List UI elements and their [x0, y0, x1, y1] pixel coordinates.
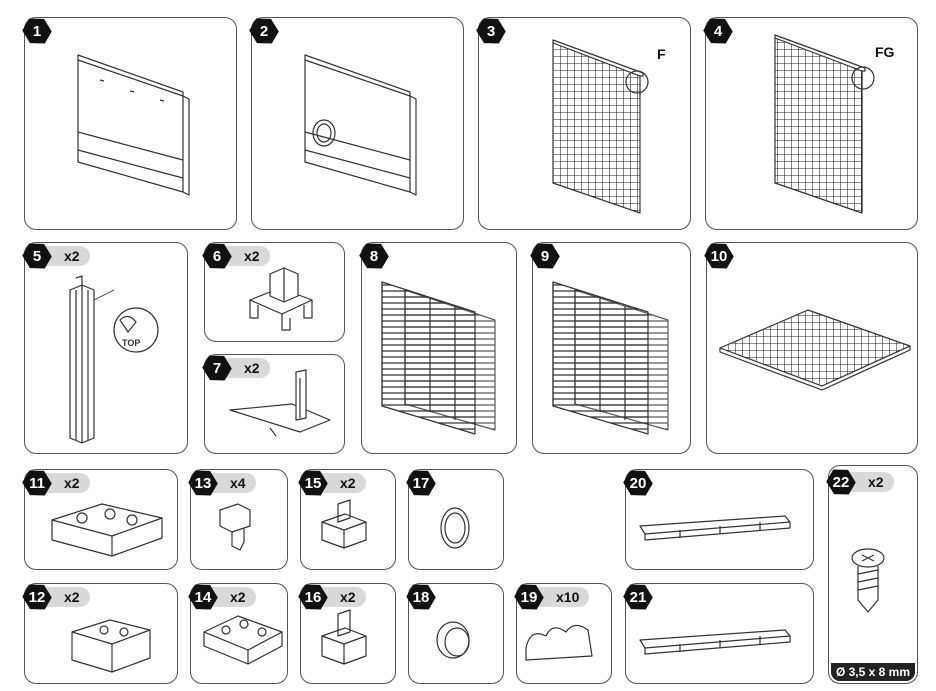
- part-12-clip: [71, 619, 151, 673]
- badge-hexagon-icon: [22, 584, 52, 610]
- label-number: 6: [212, 247, 222, 265]
- label-number: 4: [713, 22, 723, 40]
- panel-5: [24, 242, 188, 454]
- part-22-screw: [851, 548, 885, 613]
- part-1-panel: [77, 54, 190, 196]
- label-number: 12: [28, 588, 46, 606]
- label-number: 16: [304, 588, 322, 606]
- badge-hexagon-icon: [298, 584, 328, 610]
- part-14-plate: [203, 615, 283, 665]
- badge-hexagon-icon: [249, 18, 279, 44]
- label-10: 10: [704, 241, 734, 271]
- label-18: 18: [406, 582, 436, 612]
- label-16: x2 16: [298, 582, 366, 612]
- label-number: 10: [710, 247, 728, 265]
- label-7: x2 7: [202, 353, 270, 383]
- label-17: 17: [406, 468, 436, 498]
- label-number: 14: [194, 588, 212, 606]
- badge-hexagon-icon: [406, 584, 436, 610]
- badge-hexagon-icon: [704, 243, 734, 269]
- part-2-panel: [304, 54, 417, 196]
- badge-hexagon-icon: [22, 243, 52, 269]
- callout-f: F: [657, 46, 666, 62]
- badge-hexagon-icon: [514, 584, 544, 610]
- part-6-connector: [249, 267, 313, 331]
- label-11: x2 11: [22, 468, 90, 498]
- badge-hexagon-icon: [22, 470, 52, 496]
- part-11-base: [51, 503, 163, 557]
- label-number: 15: [304, 474, 322, 492]
- label-8: 8: [359, 241, 389, 271]
- badge-hexagon-icon: [202, 355, 232, 381]
- part-3-grid: [552, 39, 649, 214]
- badge-hexagon-icon: [826, 469, 856, 495]
- badge-hexagon-icon: [188, 584, 218, 610]
- label-14: x2 14: [188, 582, 256, 612]
- badge-hexagon-icon: [530, 243, 560, 269]
- label-number: 7: [212, 359, 222, 377]
- part-7-bracket: [229, 369, 331, 437]
- part-16-foot: [321, 609, 367, 665]
- label-number: 18: [412, 588, 430, 606]
- label-number: 2: [259, 22, 269, 40]
- label-number: 22: [832, 473, 850, 491]
- dimension-label: Ø 3,5 x 8 mm: [831, 663, 915, 681]
- label-15: x2 15: [298, 468, 366, 498]
- label-number: 11: [29, 474, 45, 492]
- label-12: x2 12: [22, 582, 90, 612]
- label-number: 19: [520, 588, 538, 606]
- badge-hexagon-icon: [476, 18, 506, 44]
- label-number: 13: [194, 474, 212, 492]
- part-21-rail: [639, 629, 791, 655]
- badge-hexagon-icon: [703, 18, 733, 44]
- part-10-tray: [719, 309, 911, 391]
- label-13: x4 13: [188, 468, 256, 498]
- label-number: 3: [486, 22, 496, 40]
- part-19-clip: [525, 624, 593, 661]
- label-19: x10 19: [514, 582, 590, 612]
- badge-hexagon-icon: [406, 470, 436, 496]
- part-13-peg: [219, 503, 251, 551]
- part-18-cap: [436, 621, 470, 659]
- label-5: x2 5: [22, 241, 90, 271]
- label-3: 3: [476, 16, 506, 46]
- part-20-rail: [639, 515, 791, 541]
- label-4: 4: [703, 16, 733, 46]
- badge-hexagon-icon: [22, 18, 52, 44]
- badge-hexagon-icon: [188, 470, 218, 496]
- part-4-grid: [774, 34, 875, 214]
- part-17-ring: [440, 507, 470, 549]
- quantity-badge: x10: [526, 587, 590, 607]
- label-9: 9: [530, 241, 560, 271]
- label-22: x2 22: [826, 467, 894, 497]
- callout-fg: FG: [875, 44, 895, 60]
- label-number: 17: [412, 474, 430, 492]
- label-1: 1: [22, 16, 52, 46]
- badge-hexagon-icon: [623, 470, 653, 496]
- label-21: 21: [623, 582, 653, 612]
- badge-hexagon-icon: [623, 584, 653, 610]
- label-6: x2 6: [202, 241, 270, 271]
- label-number: 1: [32, 22, 42, 40]
- part-15-foot: [321, 499, 367, 549]
- label-number: 8: [369, 247, 379, 265]
- part-8-bars: [381, 281, 496, 435]
- label-number: 20: [629, 474, 647, 492]
- label-number: 5: [32, 247, 42, 265]
- part-9-bars: [552, 281, 669, 435]
- top-marking: TOP: [122, 338, 140, 348]
- label-20: 20: [623, 468, 653, 498]
- badge-hexagon-icon: [202, 243, 232, 269]
- part-5-post: [69, 275, 159, 444]
- badge-hexagon-icon: [298, 470, 328, 496]
- badge-hexagon-icon: [359, 243, 389, 269]
- label-number: 9: [540, 247, 550, 265]
- label-2: 2: [249, 16, 279, 46]
- panel-22: Ø 3,5 x 8 mm: [828, 465, 918, 684]
- label-number: 21: [629, 588, 647, 606]
